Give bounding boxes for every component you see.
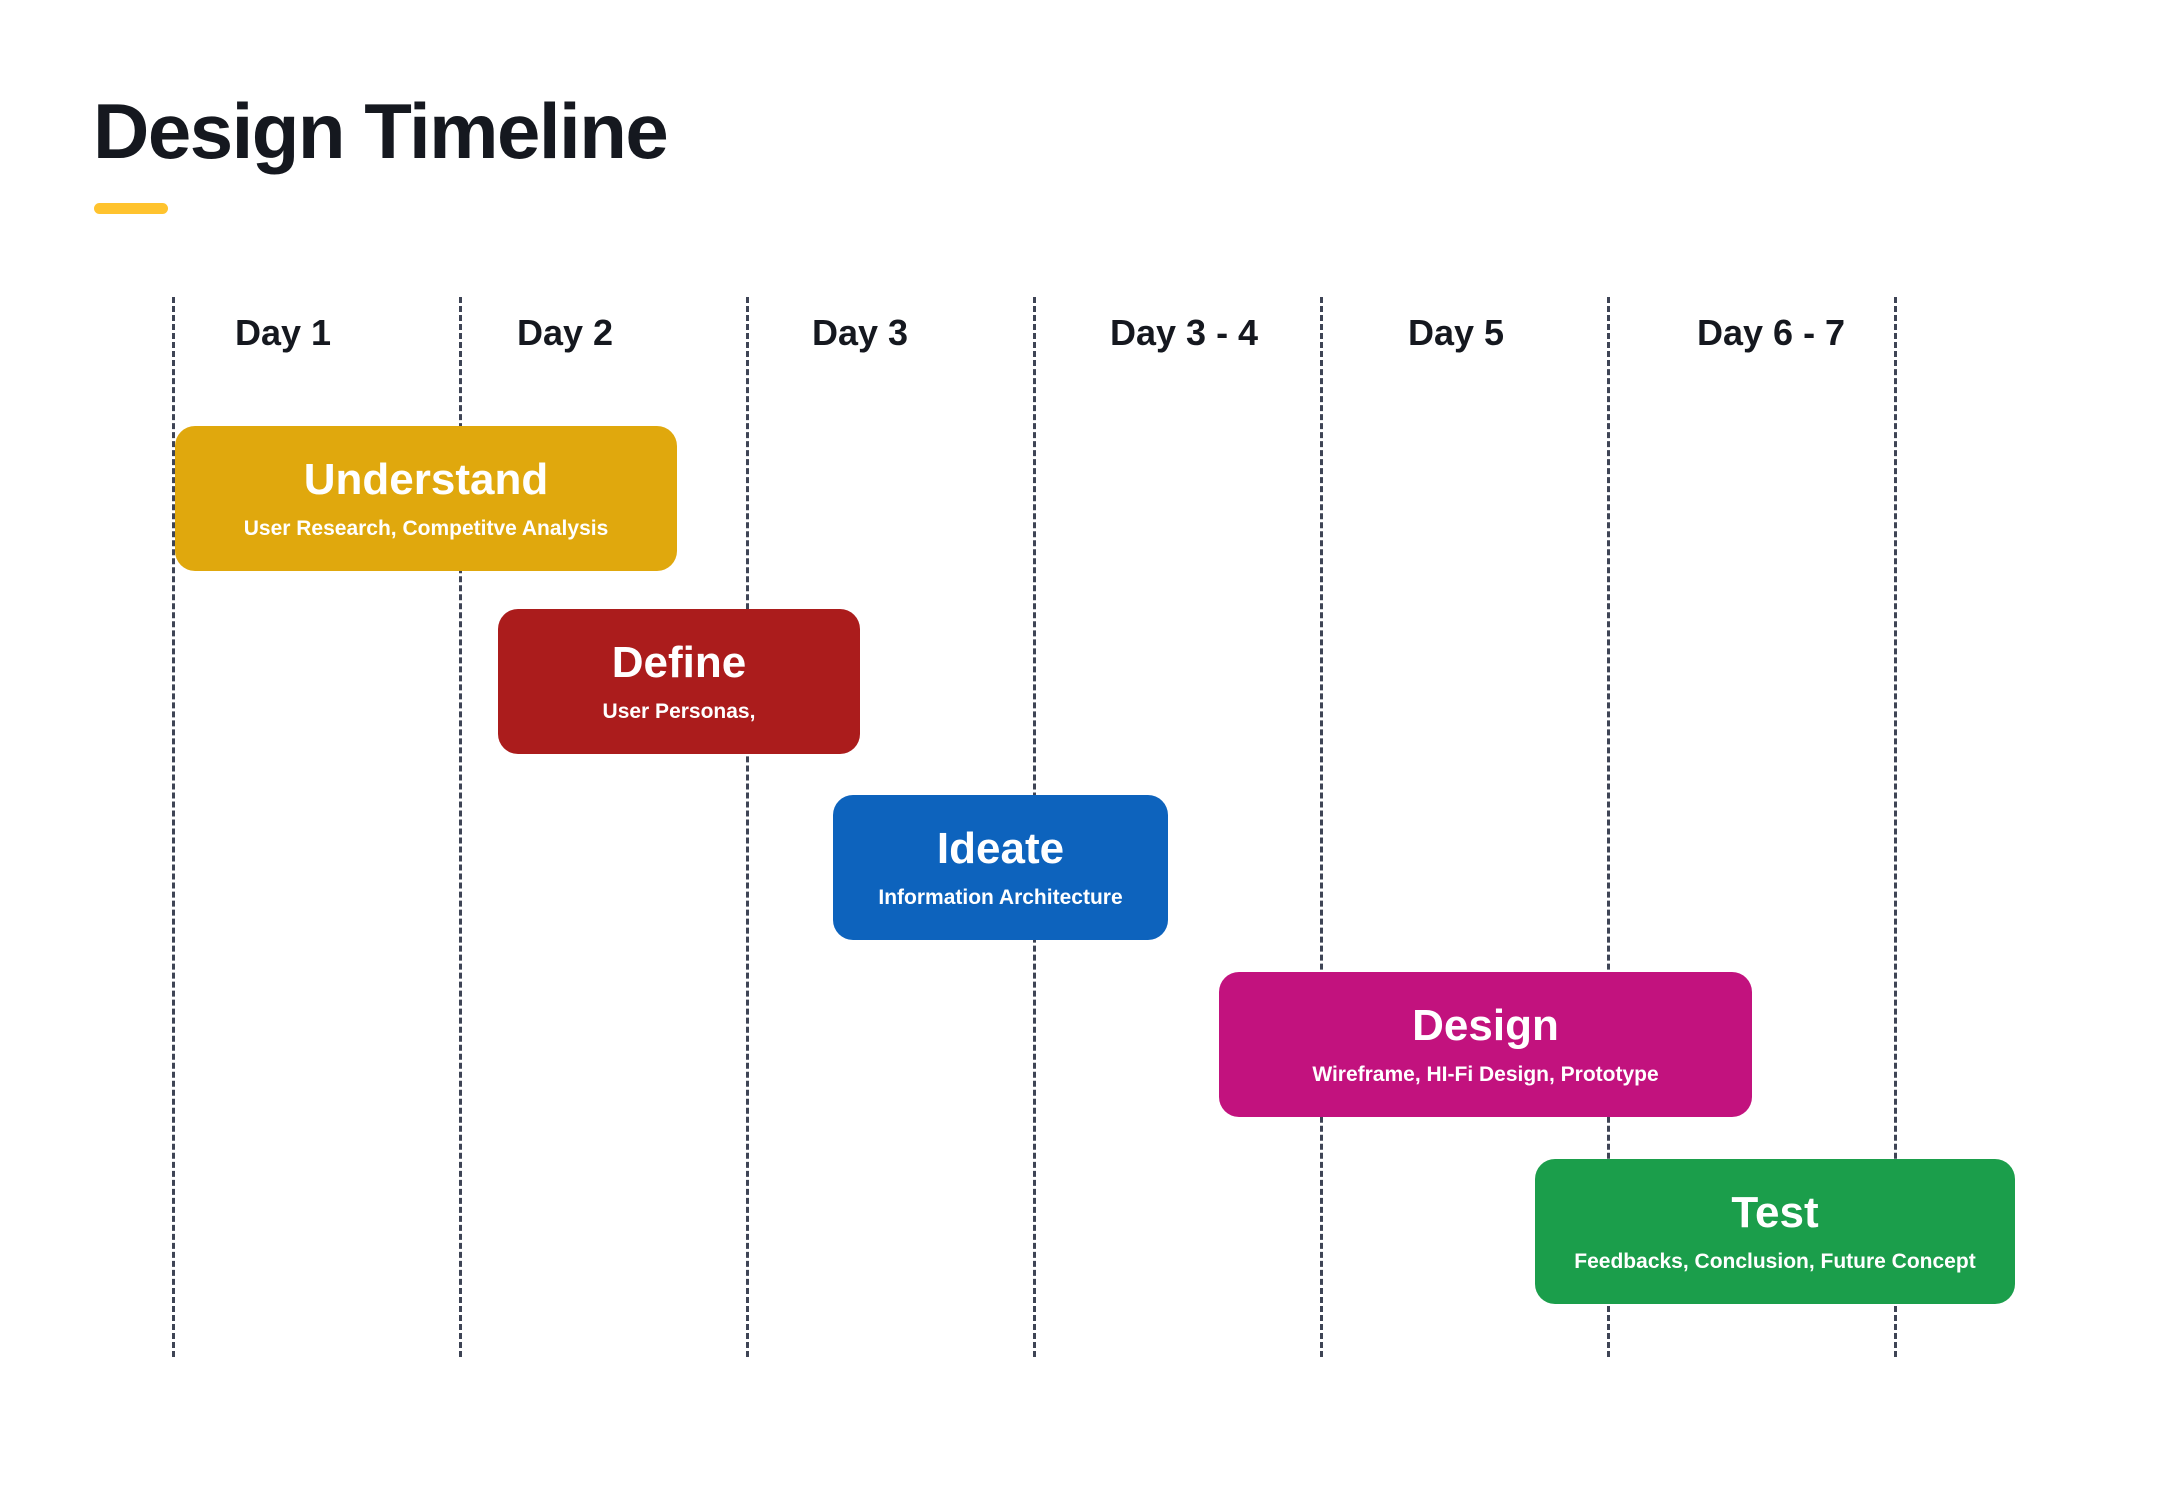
day-label-1: Day 1 <box>235 312 332 353</box>
task-title: Understand <box>303 454 549 504</box>
gridline-2 <box>746 297 749 1357</box>
task-detail: Information Architecture <box>878 886 1123 910</box>
gridline-4 <box>1320 297 1323 1357</box>
day-label-5: Day 5 <box>1408 312 1505 353</box>
task-detail: Feedbacks, Conclusion, Future Concept <box>1574 1250 1976 1274</box>
task-title: Ideate <box>936 823 1065 873</box>
gridline-0 <box>172 297 175 1357</box>
day-label-3: Day 3 <box>812 312 909 353</box>
task-title: Define <box>611 637 747 687</box>
day-label-4: Day 3 - 4 <box>1110 312 1259 353</box>
gridline-1 <box>459 297 462 1357</box>
page-title: Design Timeline <box>93 87 669 175</box>
day-label-6: Day 6 - 7 <box>1697 312 1846 353</box>
title-accent-bar <box>94 203 168 214</box>
task-detail: User Research, Competitve Analysis <box>243 517 609 541</box>
task-detail: User Personas, <box>602 700 756 724</box>
day-label-2: Day 2 <box>517 312 614 353</box>
task-detail: Wireframe, HI-Fi Design, Prototype <box>1312 1063 1659 1087</box>
gridline-6 <box>1894 297 1897 1357</box>
task-title: Design <box>1412 1000 1559 1050</box>
task-title: Test <box>1731 1187 1819 1237</box>
gridline-5 <box>1607 297 1610 1357</box>
